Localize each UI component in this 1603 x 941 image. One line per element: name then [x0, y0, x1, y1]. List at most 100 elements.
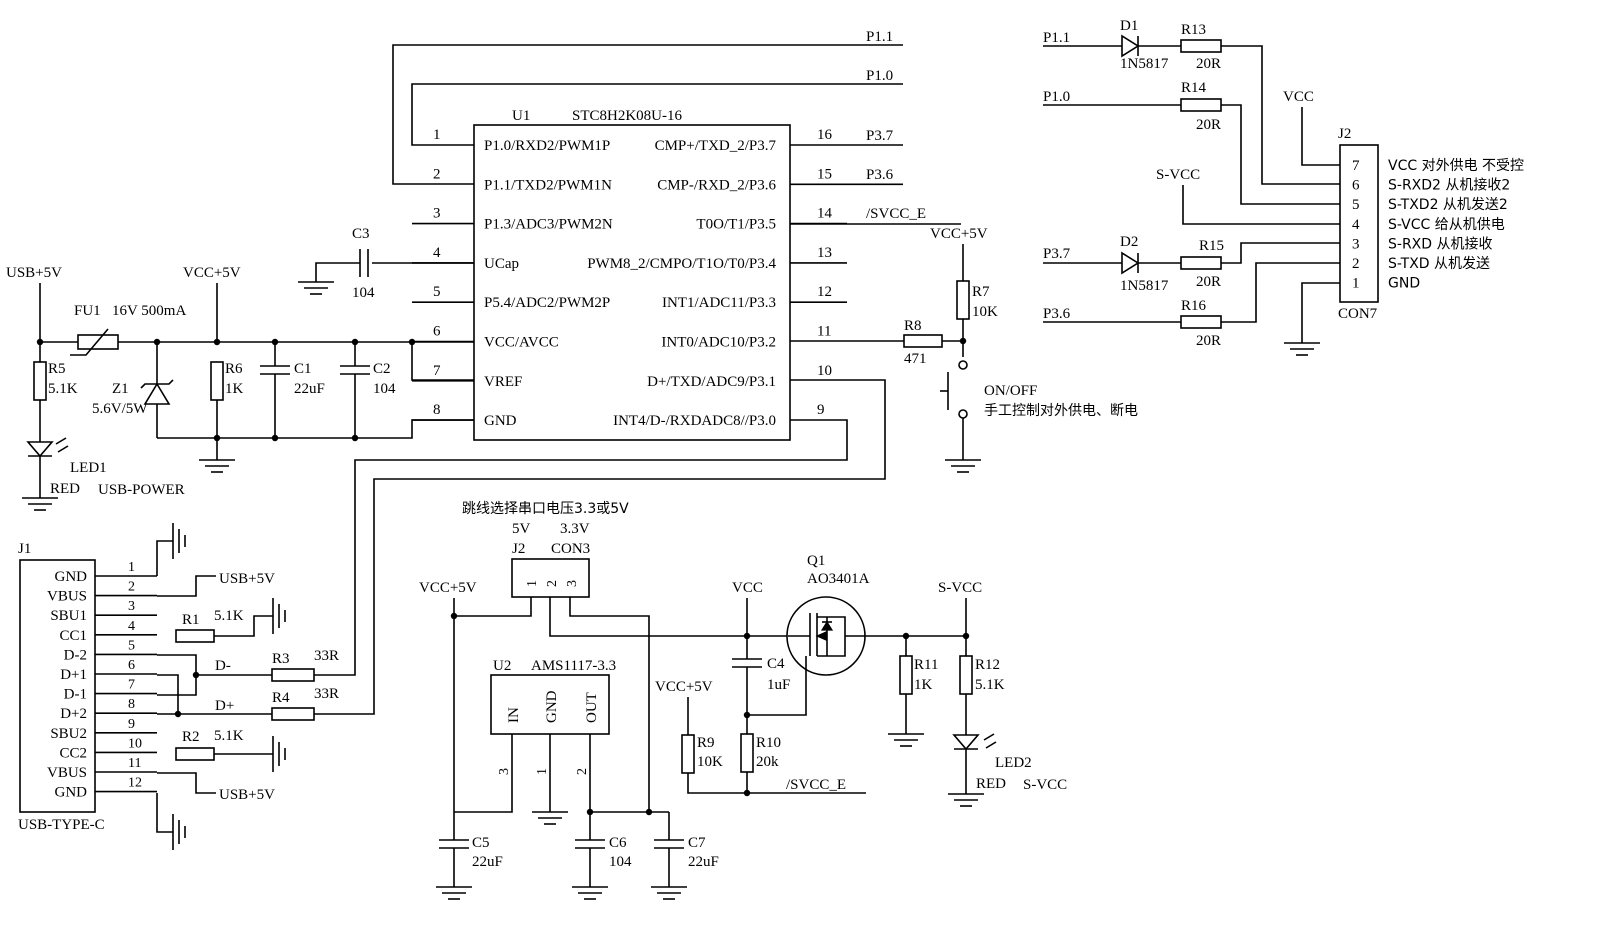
con7-pin-label: S-TXD2 从机发送2: [1388, 197, 1508, 213]
zener-z1: [143, 382, 171, 405]
mcu-pin-num: 12: [817, 284, 832, 300]
con7-pin-num: 5: [1352, 197, 1360, 213]
usbc-pin-num: 8: [128, 697, 135, 712]
mcu-pin-num: 8: [433, 402, 441, 418]
usbc-pin-num: 4: [128, 619, 135, 634]
led1-value: RED: [50, 481, 80, 497]
pmos-svcc: S-VCC: [938, 580, 982, 596]
r12-value: 5.1K: [975, 677, 1005, 693]
jumper-part: CON3: [551, 541, 590, 557]
ground-icon: [172, 523, 186, 559]
r16-ref: R16: [1181, 298, 1207, 314]
mcu-pin-name: P1.1/TXD2/PWM1N: [484, 177, 612, 193]
mcu-pin-num: 11: [817, 324, 831, 340]
usbc-pins: 1GND2VBUS3SBU14CC15D-26D+17D-18D+29SBU21…: [47, 560, 157, 801]
jumper-note: 跳线选择串口电压3.3或5V: [462, 501, 629, 517]
mcu-pin-name: P1.3/ADC3/PWM2N: [484, 217, 613, 233]
usb5v-label: USB+5V: [6, 265, 62, 281]
r14-value: 20R: [1196, 117, 1221, 133]
r2-value: 5.1K: [214, 728, 244, 744]
net-p1-1-top: P1.1: [866, 29, 893, 45]
z1-ref: Z1: [112, 381, 129, 397]
c3-ref: C3: [352, 226, 370, 242]
usbc-pin-name: VBUS: [47, 589, 87, 605]
r6-ref: R6: [225, 361, 243, 377]
ground-icon: [22, 497, 58, 511]
junction-dot: [743, 632, 751, 640]
d2-value: 1N5817: [1120, 278, 1169, 294]
usbc-pin-name: D+1: [60, 667, 87, 683]
r12-ref: R12: [975, 657, 1000, 673]
jumper-con3: 跳线选择串口电压3.3或5V 5V 3.3V J2 CON3 1 2 3: [454, 501, 747, 812]
usbc-pin-name: D+2: [60, 706, 87, 722]
con7-net-p1-1: P1.1: [1043, 30, 1070, 46]
junction-dot: [450, 612, 458, 620]
resistor-r7: [956, 280, 970, 320]
junction-dot: [962, 632, 970, 640]
con7-pin-label: S-RXD2 从机接收2: [1388, 177, 1510, 194]
fu1-value: 16V 500mA: [112, 303, 186, 319]
net-p1-0-top: P1.0: [866, 68, 893, 84]
d1-ref: D1: [1120, 18, 1138, 34]
mcu-pin-num: 3: [433, 206, 441, 222]
switch-contact-bottom: [958, 409, 968, 419]
r3-value: 33R: [314, 648, 339, 664]
junction-dot: [902, 632, 910, 640]
junction-dot: [271, 434, 279, 442]
usbc-pin-name: CC2: [59, 745, 87, 761]
c6-ref: C6: [609, 835, 627, 851]
d2-ref: D2: [1120, 234, 1138, 250]
c4-ref: C4: [767, 656, 785, 672]
junction-dot: [174, 710, 182, 718]
jumper-pin-2: 2: [545, 580, 560, 587]
ground-symbols: [22, 281, 1320, 900]
c2-ref: C2: [373, 361, 391, 377]
r1-ref: R1: [182, 612, 200, 628]
resistor-r1: [175, 629, 215, 643]
con7-pin-num: 6: [1352, 178, 1360, 194]
c4-value: 1uF: [767, 677, 790, 693]
mcu-pin-name: INT1/ADC11/P3.3: [662, 295, 776, 311]
ground-icon: [572, 886, 608, 900]
junction-dot: [743, 789, 751, 797]
mcu-pin-name: D+/TXD/ADC9/P3.1: [647, 374, 776, 390]
usbc-pin-num: 10: [128, 736, 142, 751]
r2-ref: R2: [182, 729, 200, 745]
r4-ref: R4: [272, 690, 290, 706]
pmos-vcc: VCC: [732, 580, 763, 596]
vcc5v-label: VCC+5V: [183, 265, 241, 281]
mcu-pin-num: 6: [433, 324, 441, 340]
con7-pin-label: S-TXD 从机发送: [1388, 256, 1490, 272]
ground-icon: [436, 886, 472, 900]
ground-icon: [948, 793, 984, 807]
net-svcc-e: /SVCC_E: [866, 206, 926, 222]
mcu-pin-num: 9: [817, 402, 825, 418]
resistor-r14: [1180, 98, 1222, 112]
junction-dot: [959, 337, 967, 345]
resistor-r16: [1180, 315, 1222, 329]
ground-icon: [172, 814, 186, 850]
fu1-ref: FU1: [74, 303, 101, 319]
con7-pin-label: S-VCC 给从机供电: [1388, 217, 1505, 233]
r9-value: 10K: [697, 754, 723, 770]
junction-dot: [743, 711, 751, 719]
mcu-pin-num: 4: [433, 245, 441, 261]
usbc-pin-name: GND: [55, 569, 88, 585]
mcu-pin-name: INT4/D-/RXDADC8//P3.0: [613, 413, 776, 429]
resistor-r13: [1180, 39, 1222, 53]
con7-pin-num: 2: [1352, 256, 1360, 272]
ground-icon: [888, 733, 924, 747]
junction-dots: [36, 337, 970, 816]
con7-ref: J2: [1338, 126, 1351, 142]
r3-ref: R3: [272, 651, 290, 667]
ground-icon: [945, 459, 981, 473]
con7-pin-num: 4: [1352, 217, 1360, 233]
r11-value: 1K: [914, 677, 933, 693]
u2-pin-out-name: OUT: [584, 692, 600, 723]
q1-value: AO3401A: [807, 571, 870, 587]
junction-dot: [36, 338, 44, 346]
mcu-pin-name: P1.0/RXD2/PWM1P: [484, 138, 610, 154]
pmos-svcc-e: /SVCC_E: [786, 777, 846, 793]
